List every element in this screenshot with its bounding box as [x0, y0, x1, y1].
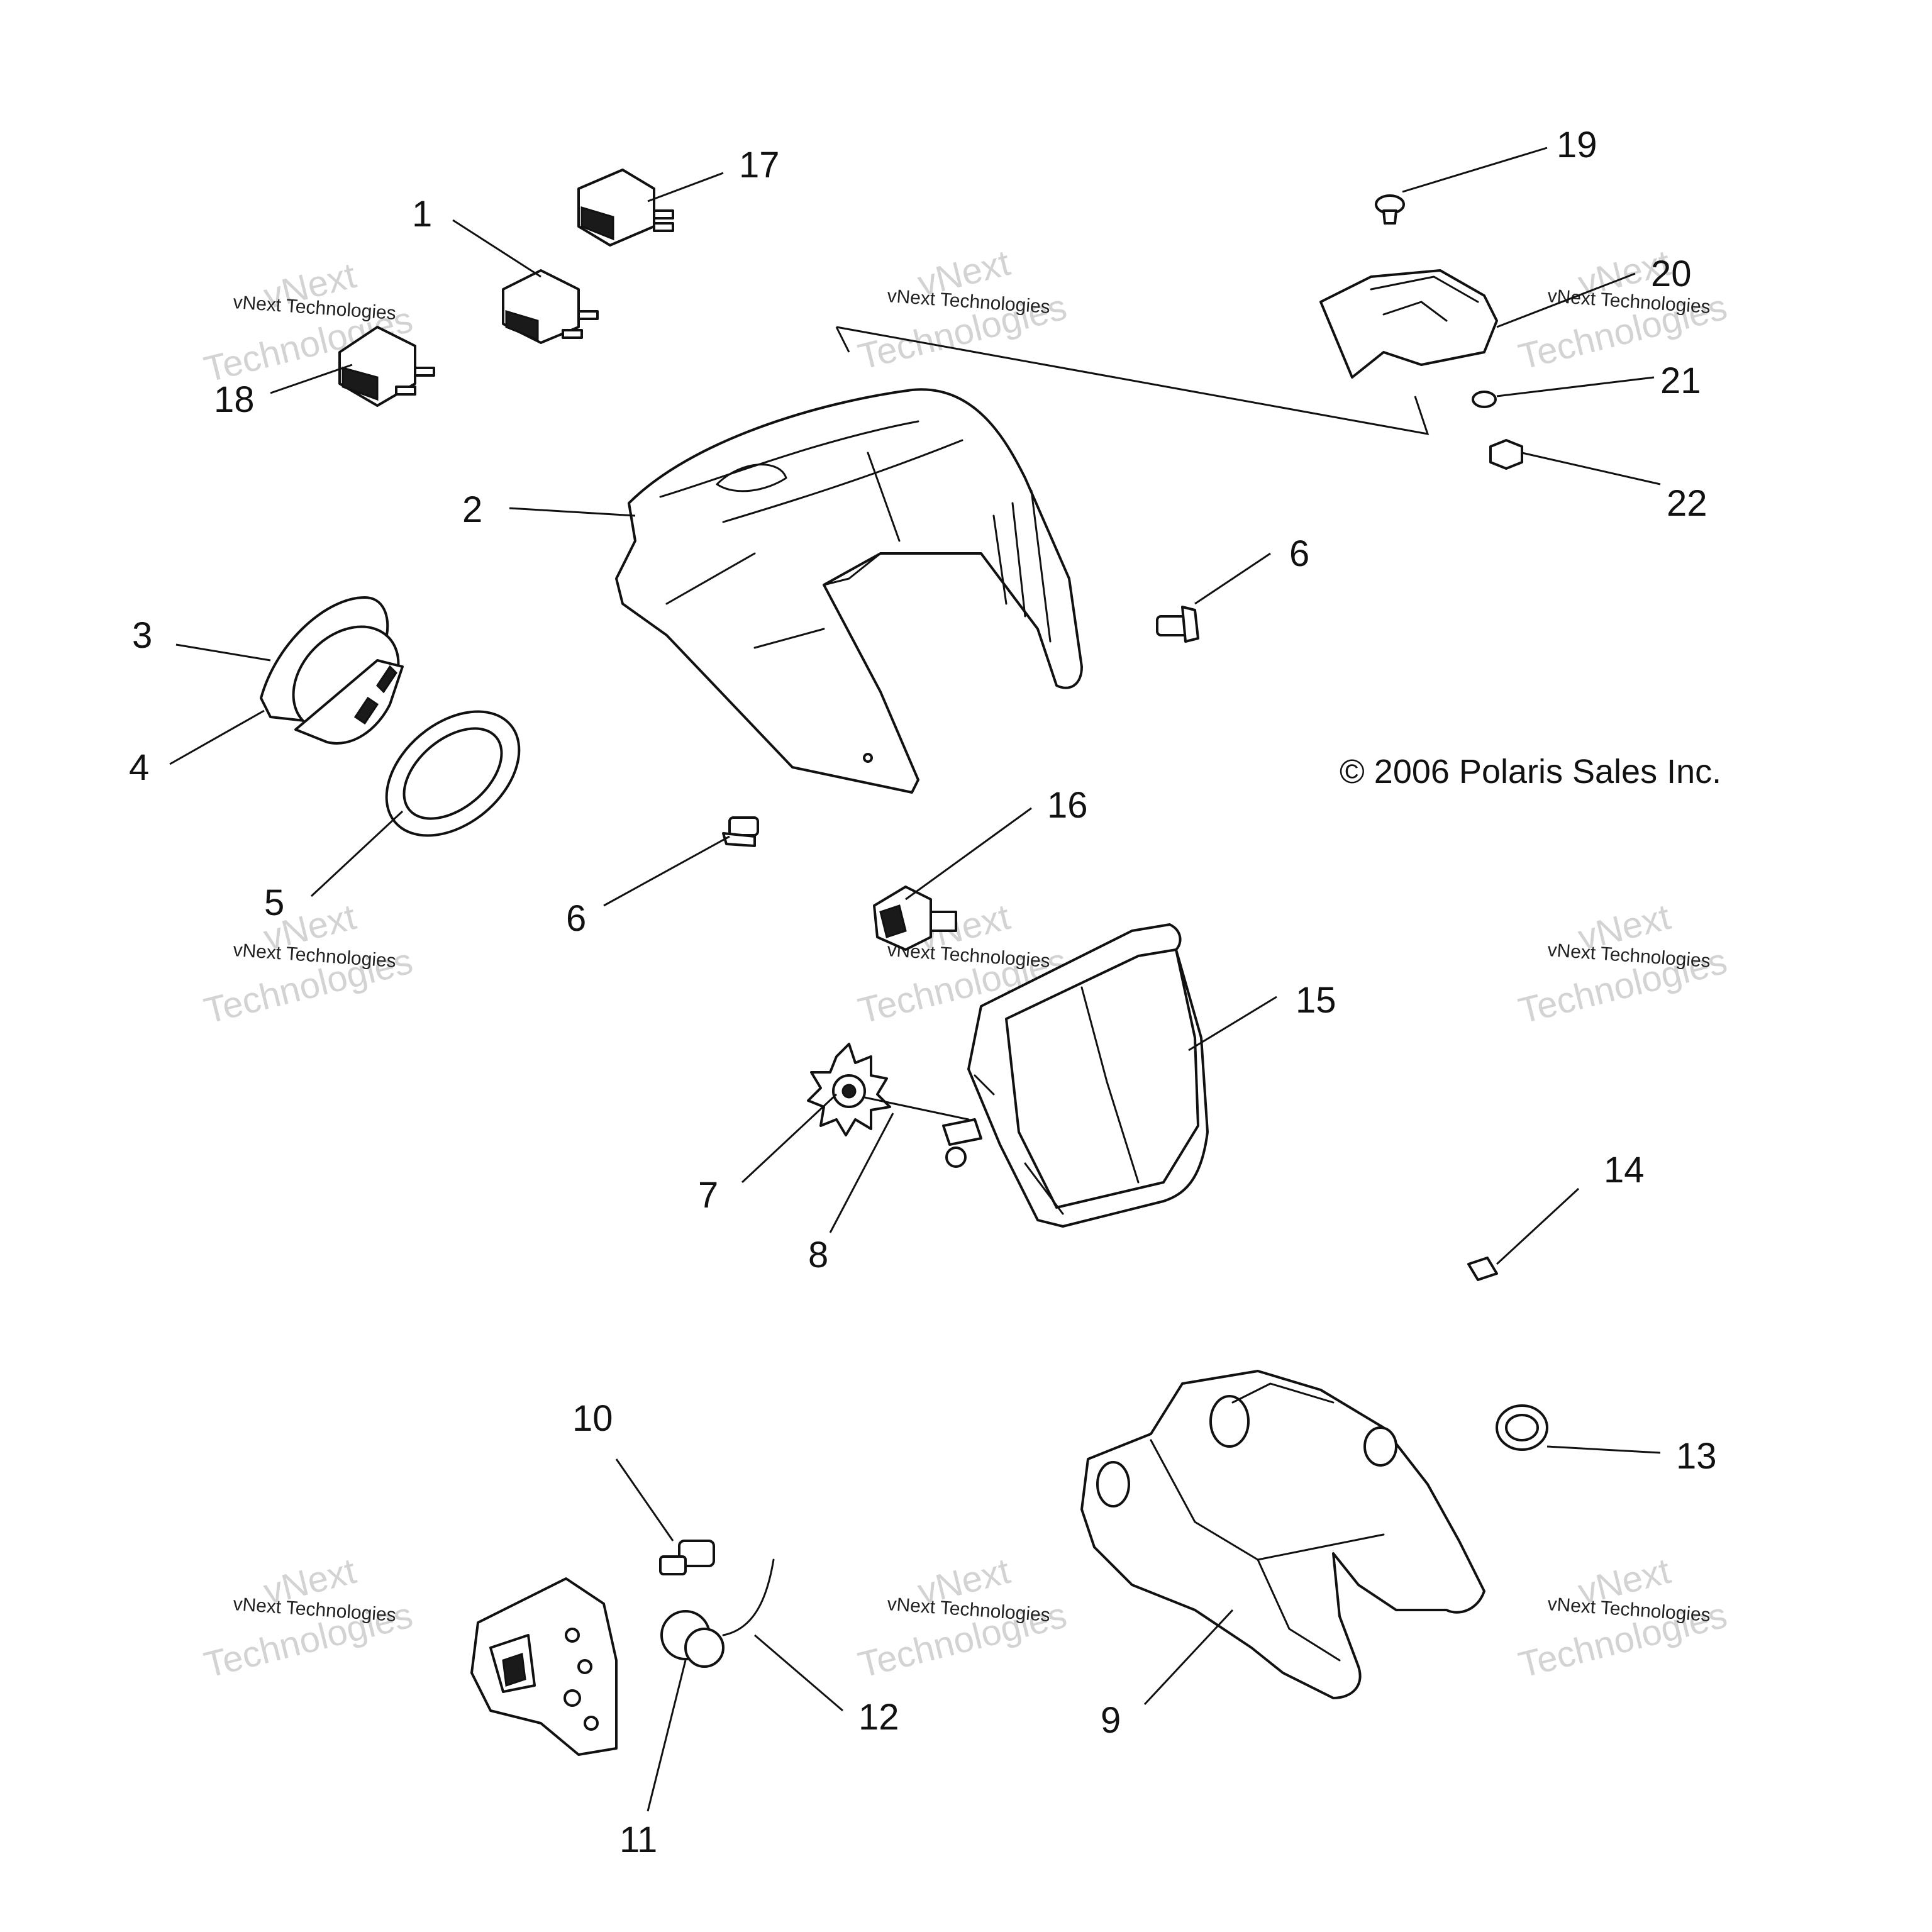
- assembly-bracket-end: [835, 326, 850, 353]
- switch-1: [502, 269, 599, 344]
- bulb-socket-16: [873, 886, 957, 951]
- callout-14: 14: [1604, 1150, 1645, 1191]
- washer-21: [1472, 391, 1497, 408]
- callout-21: 21: [1660, 360, 1701, 401]
- adjuster-rod-8: [863, 1096, 982, 1168]
- callout-18: 18: [214, 379, 255, 420]
- callout-1: 1: [412, 194, 432, 235]
- callout-12: 12: [858, 1697, 899, 1738]
- bracket-20: [1319, 269, 1498, 379]
- callout-7: 7: [698, 1175, 718, 1216]
- callout-4: 4: [129, 747, 149, 788]
- callout-5: 5: [264, 882, 284, 923]
- switch-18: [338, 326, 435, 407]
- seal-ring-5: [385, 710, 521, 837]
- callout-6-upper: 6: [1289, 533, 1309, 574]
- callout-10: 10: [572, 1398, 613, 1439]
- bolt-6-upper: [1156, 606, 1199, 643]
- adjuster-gear-7: [807, 1043, 891, 1136]
- callout-20: 20: [1651, 253, 1692, 294]
- callout-19: 19: [1557, 125, 1597, 165]
- callout-15: 15: [1296, 980, 1336, 1021]
- callout-6-lower: 6: [566, 898, 586, 939]
- callout-9: 9: [1101, 1700, 1121, 1741]
- headlight-15: [967, 923, 1209, 1228]
- bolt-10: [659, 1540, 715, 1575]
- leader-lines: [169, 147, 1661, 1812]
- sensor-11: [660, 1558, 775, 1668]
- callout-11: 11: [619, 1819, 657, 1860]
- callout-22: 22: [1667, 483, 1707, 524]
- clip-14: [1467, 1257, 1498, 1281]
- assembly-bracket: [836, 326, 1430, 435]
- callout-8: 8: [808, 1235, 828, 1275]
- grommet-13: [1496, 1404, 1548, 1451]
- mount-bracket: [470, 1577, 618, 1756]
- copyright-notice: © 2006 Polaris Sales Inc.: [1340, 753, 1721, 791]
- hood-2: [615, 388, 1083, 794]
- callout-13: 13: [1676, 1436, 1717, 1477]
- screw-19: [1375, 194, 1405, 225]
- callout-2: 2: [462, 489, 482, 530]
- callout-17: 17: [739, 145, 780, 186]
- bolt-6-lower: [722, 816, 759, 847]
- callout-16: 16: [1047, 785, 1088, 826]
- callout-3: 3: [132, 615, 152, 656]
- switch-17: [577, 169, 674, 247]
- gauge-3-4: [260, 596, 404, 745]
- lower-housing-9: [1080, 1370, 1485, 1699]
- nut-22: [1489, 439, 1523, 470]
